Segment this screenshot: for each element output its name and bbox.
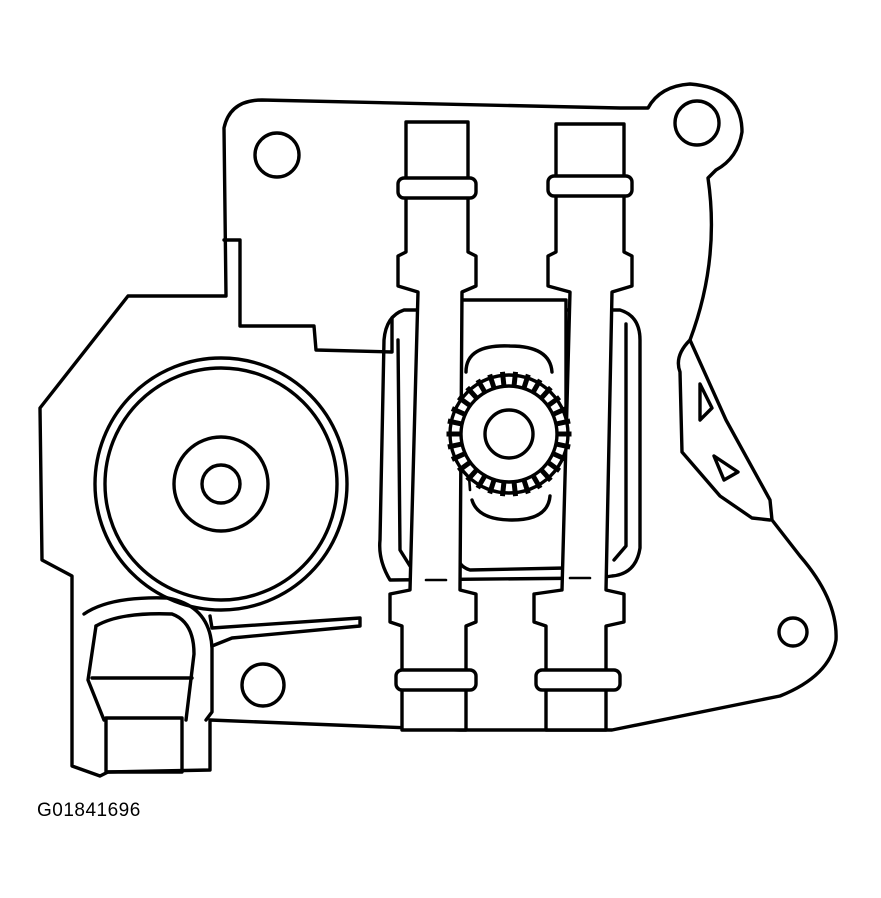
gear-tooth (475, 472, 489, 490)
gear-tooth (511, 371, 519, 390)
gear-tooth (549, 406, 568, 418)
gear-tooth (537, 385, 553, 402)
gear-tooth (487, 373, 498, 392)
gear-tooth (529, 472, 543, 490)
gear-tooth (537, 466, 553, 483)
gear-tooth (544, 458, 562, 473)
gear-teeth (446, 371, 572, 497)
gear-tooth (456, 458, 474, 473)
gear-tooth (520, 373, 531, 392)
gear-tooth (499, 478, 507, 497)
gear-tooth (499, 371, 507, 390)
mounting-hole-bottom-left (240, 662, 286, 708)
gear-tooth (552, 441, 571, 450)
motor-drum (93, 356, 349, 612)
gear-tooth (465, 466, 481, 483)
figure-id-label: G01841696 (37, 800, 141, 821)
guide-rail-right (532, 122, 634, 732)
gear-tooth (450, 450, 469, 462)
housing-right-contour (676, 338, 772, 522)
vent-upper (698, 382, 714, 422)
lower-rail (208, 614, 362, 648)
vent-lower (712, 454, 740, 482)
gear-tooth (520, 476, 531, 495)
gear-tooth (450, 406, 469, 418)
gear-tooth (456, 395, 474, 410)
gear-tooth (529, 378, 543, 396)
gear-tooth (544, 395, 562, 410)
gear-tooth (465, 385, 481, 402)
mounting-hole-top-left (253, 131, 301, 179)
gear-tooth (552, 418, 571, 427)
guide-rail-left (388, 120, 478, 732)
gear-tooth (475, 378, 489, 396)
gear-tooth (447, 441, 466, 450)
mounting-hole-top-right (673, 99, 721, 147)
gear-tooth (549, 450, 568, 462)
mounting-hole-right (777, 616, 809, 648)
housing-step-contour (222, 238, 394, 354)
gear-tooth (511, 478, 519, 497)
connector-plug (82, 596, 214, 774)
gear-tooth (487, 476, 498, 495)
pinion-gear (446, 371, 572, 497)
gear-tooth (447, 418, 466, 427)
carriage-frame-inner (396, 322, 628, 568)
